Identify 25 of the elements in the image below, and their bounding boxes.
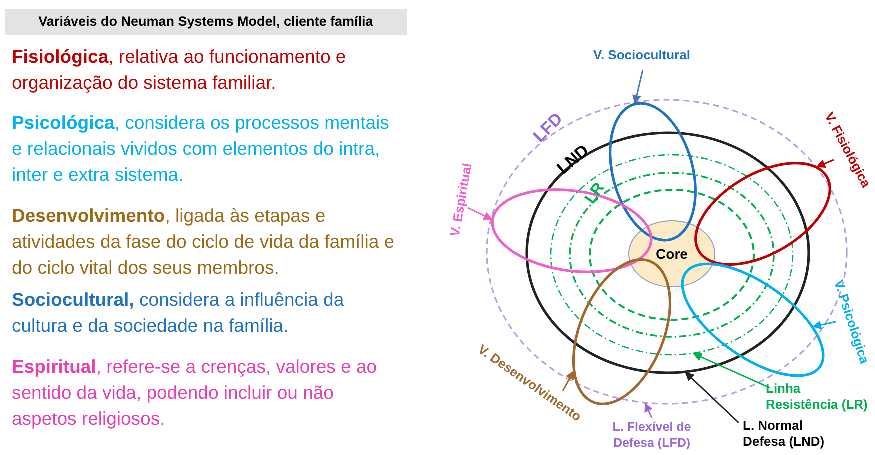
description-paragraph: Sociocultural, considera a influência da cultura e da sociedade na família.: [12, 288, 346, 338]
variable-label: V. Espiritual: [447, 162, 475, 238]
variable-label: L. Normal Defesa (LND): [743, 418, 843, 450]
description-paragraph: Fisiológica, relativa ao funcionamento e organização do sistema familiar.: [12, 45, 348, 95]
leader-line: [816, 159, 834, 168]
description-paragraph: Desenvolvimento, ligada às etapas e atividades da fase do ciclo de vida da família e do ciclo vital dos seus membros.: [12, 204, 396, 280]
variable-ellipse: [694, 162, 832, 266]
leader-line: [468, 207, 494, 221]
description-paragraph: Psicológica, considera os processos mentais e relacionais vividos com elementos do intra, inter e extra sistema.: [12, 111, 390, 187]
variable-label: V. Sociocultural: [593, 48, 691, 62]
leader-line: [692, 352, 770, 389]
core-ellipse: [629, 221, 715, 287]
description-paragraph: Espiritual, refere-se a crenças, valores e ao sentido da vida, podendo incluir ou não aspetos religiosos.: [12, 355, 378, 431]
leader-line: [644, 402, 653, 418]
variable-ellipse: [681, 262, 825, 378]
leader-line: [632, 70, 644, 105]
variable-label: L. Flexível de Defesa (LFD): [598, 419, 706, 451]
core-label: Core: [656, 246, 688, 262]
leader-line: [562, 370, 575, 392]
leader-line: [812, 320, 836, 330]
title-banner: Variáveis do Neuman Systems Model, cliente família: [5, 9, 407, 35]
leader-line: [684, 372, 740, 424]
variable-ellipse: [609, 102, 697, 242]
variable-label: Linha Resistência (LR): [766, 381, 874, 413]
dash-dot-circle: [570, 173, 774, 337]
